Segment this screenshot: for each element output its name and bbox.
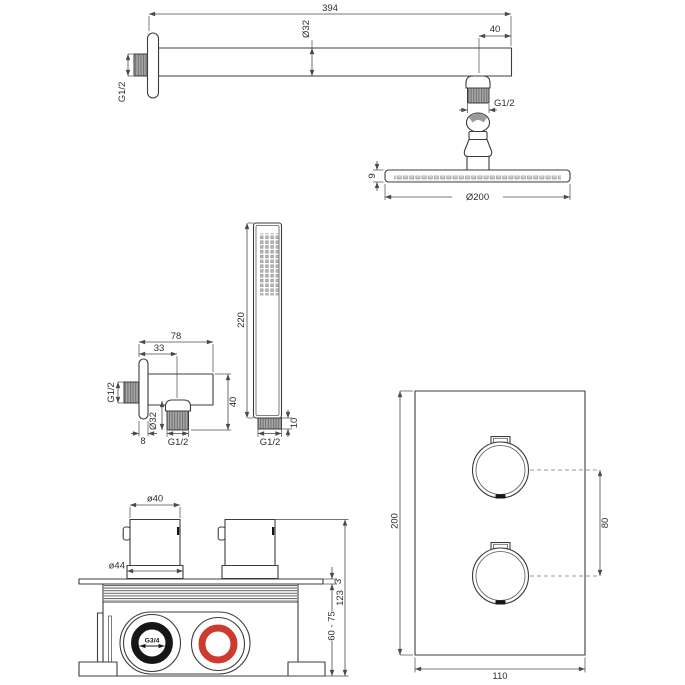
right-foot (287, 661, 326, 677)
hand-shower-fitting (257, 417, 282, 430)
outlet-dome (164, 399, 192, 412)
hand-shower-thread-label: G1/2 (260, 437, 281, 448)
hand-shower-inner-line (255, 225, 280, 416)
hand-shower-fitting-label: 10 (289, 418, 300, 429)
arm-elbow-dome (465, 75, 491, 89)
head-connector-nut (468, 130, 488, 141)
right-cartridge-mark (272, 527, 275, 535)
inlet-thread-label: G3/4 (145, 638, 160, 645)
ball-joint-shade (469, 113, 487, 123)
left-cartridge (129, 518, 181, 567)
plate-width-label: 110 (492, 671, 507, 682)
left-foot (78, 661, 118, 677)
wall-outlet-drawing: 78 33 G1/2 40 Ø32 8 G1/2 (106, 331, 239, 448)
outlet-diameter-label: Ø32 (148, 412, 159, 430)
outlet-flange (138, 358, 149, 420)
arm-wall-thread-label: G1/2 (117, 82, 128, 103)
shower-arm-drawing: 394 40 Ø32 G1/2 G1/2 9 Ø200 (117, 3, 571, 203)
shower-arm-tube (157, 47, 513, 77)
trim-plate-drawing: 80 200 110 (390, 390, 611, 682)
threaded-collar-ribs (104, 585, 297, 601)
head-connector-stem (466, 155, 490, 172)
left-cartridge-mark (177, 527, 180, 535)
top-knob-outer (471, 441, 530, 499)
outlet-bottom-thread (166, 410, 189, 431)
arm-wall-thread (133, 53, 148, 77)
plate-height-label: 200 (390, 513, 401, 529)
outlet-center-label: 33 (154, 343, 165, 354)
mounting-plate (78, 578, 324, 585)
base-diameter-label: ø44 (109, 561, 125, 572)
arm-wall-flange (146, 32, 160, 99)
hand-shower-spray-face (258, 233, 279, 296)
top-knob-marker (495, 494, 506, 499)
right-port-ring (198, 624, 238, 664)
outlet-wall-thread-label: G1/2 (106, 382, 117, 403)
mixer-body-drawing: G3/4 ø40 ø44 3 60 - 75 123 (78, 494, 349, 677)
head-diameter-label: Ø200 (466, 192, 489, 203)
right-cartridge-collar (221, 564, 279, 580)
hand-shower-length-label: 220 (236, 312, 247, 328)
outlet-height-label: 40 (228, 397, 239, 408)
bottom-knob-marker (495, 600, 506, 605)
plate-thickness-label: 3 (333, 579, 344, 584)
head-thickness-label: 9 (367, 173, 378, 178)
mixer-side-tab (96, 612, 104, 668)
bottom-knob-outer (471, 547, 530, 605)
install-depth-label: 60 - 75 (327, 611, 338, 641)
outlet-wall-thread (123, 381, 140, 404)
arm-diameter-label: Ø32 (301, 20, 312, 38)
left-cartridge-collar (126, 564, 184, 580)
outlet-flange-depth-label: 8 (140, 436, 145, 447)
arm-length-label: 394 (322, 3, 338, 14)
right-cartridge-tab (217, 526, 226, 541)
trim-plate (414, 390, 586, 656)
knob-spacing-label: 80 (600, 518, 611, 529)
arm-head-thread-label: G1/2 (494, 98, 515, 109)
head-connector-cone (463, 138, 493, 158)
arm-end-offset-label: 40 (490, 24, 501, 35)
hand-shower-drawing: 220 10 G1/2 (236, 222, 300, 448)
left-cartridge-tab (122, 526, 131, 541)
right-cartridge (224, 518, 276, 567)
left-port-ring (131, 622, 173, 664)
outlet-width-label: 78 (171, 331, 182, 342)
outlet-thread-label: G1/2 (168, 437, 189, 448)
total-height-label: 123 (335, 590, 346, 606)
arm-head-thread (467, 87, 490, 104)
cartridge-diameter-label: ø40 (147, 494, 163, 505)
rain-head-nozzles (394, 175, 561, 181)
